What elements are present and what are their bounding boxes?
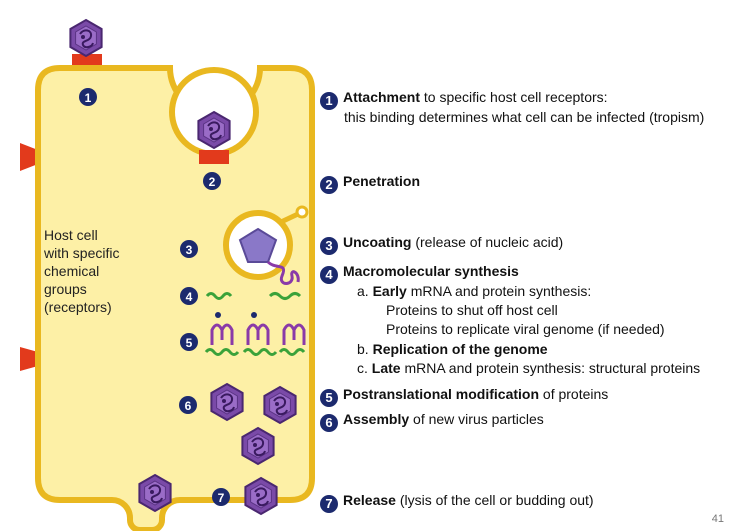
step-badge: 4 <box>180 287 198 305</box>
step-number: 3 <box>320 237 338 255</box>
step-number: 1 <box>320 92 338 110</box>
step-modification: 5 Postranslational modification of protei… <box>320 386 608 407</box>
step-attachment-detail: this binding determines what cell can be… <box>344 109 705 125</box>
host-cell-label-line: chemical <box>44 263 100 279</box>
step-badge: 7 <box>212 488 230 506</box>
step-number: 7 <box>320 495 338 513</box>
step-title: Penetration <box>343 173 421 189</box>
item-prefix: a. <box>357 283 373 299</box>
step-badge: 5 <box>180 333 198 351</box>
mrna-strand <box>278 348 306 356</box>
step-attachment: 1 Attachment to specific host cell recept… <box>320 89 608 110</box>
item-text: mRNA and protein synthesis: <box>406 283 592 299</box>
item-title: Late <box>371 360 401 376</box>
step-synthesis-c: c. Late mRNA and protein synthesis: stru… <box>357 360 700 376</box>
virus-icon <box>244 477 278 515</box>
mrna-strand <box>204 348 240 356</box>
ribosome <box>215 312 221 318</box>
step-synthesis-a2: Proteins to replicate viral genome (if n… <box>386 321 665 337</box>
protein-chain <box>210 323 234 345</box>
step-title: Assembly <box>343 411 410 427</box>
step-number: 6 <box>320 414 338 432</box>
receptor-pocket <box>199 150 229 164</box>
virus-icon <box>210 383 244 421</box>
svg-text:3: 3 <box>186 243 193 257</box>
receptor-left-lower <box>20 347 38 371</box>
page-number: 41 <box>711 513 724 525</box>
step-synthesis-b: b. Replication of the genome <box>357 341 548 357</box>
host-cell-label-line: groups <box>44 281 87 297</box>
svg-text:5: 5 <box>186 336 193 350</box>
step-text: (release of nucleic acid) <box>411 234 564 250</box>
step-text: to specific host cell receptors: <box>420 89 608 105</box>
step-list: 1 Attachment to specific host cell recept… <box>320 0 756 531</box>
step-title: Macromolecular synthesis <box>343 263 519 279</box>
step-badge: 2 <box>203 172 221 190</box>
host-cell-label: Host cell with specific chemical groups … <box>44 226 119 316</box>
step-text: of new virus particles <box>409 411 544 427</box>
step-text: (lysis of the cell or budding out) <box>395 492 594 508</box>
item-title: Replication of the genome <box>372 341 548 357</box>
mrna-strand <box>242 348 278 356</box>
step-synthesis: 4 Macromolecular synthesis <box>320 263 519 284</box>
vesicle-tail <box>279 211 300 225</box>
step-number: 2 <box>320 176 338 194</box>
step-uncoating: 3 Uncoating (release of nucleic acid) <box>320 234 563 255</box>
virus-icon <box>263 386 297 424</box>
step-number: 5 <box>320 389 338 407</box>
mrna-strand <box>268 292 302 300</box>
virus-icon <box>138 474 172 512</box>
step-badge: 1 <box>79 88 97 106</box>
step-release: 7 Release (lysis of the cell or budding o… <box>320 492 594 513</box>
protein-chain <box>282 323 306 345</box>
item-prefix: b. <box>357 341 373 357</box>
step-text: of proteins <box>539 386 609 402</box>
svg-text:4: 4 <box>186 290 193 304</box>
step-number: 4 <box>320 266 338 284</box>
step-penetration: 2 Penetration <box>320 173 420 194</box>
step-assembly: 6 Assembly of new virus particles <box>320 411 544 432</box>
item-prefix: c. <box>357 360 372 376</box>
svg-text:7: 7 <box>218 491 225 505</box>
host-cell-label-line: Host cell <box>44 227 98 243</box>
svg-text:6: 6 <box>185 399 192 413</box>
host-cell-label-line: with specific <box>44 245 120 261</box>
ribosome <box>251 312 257 318</box>
item-title: Early <box>372 283 407 299</box>
svg-text:2: 2 <box>209 175 216 189</box>
step-badge: 3 <box>180 240 198 258</box>
item-text: mRNA and protein synthesis: structural p… <box>400 360 701 376</box>
mrna-strand <box>205 292 233 300</box>
step-title: Postranslational modification <box>343 386 540 402</box>
virus-icon <box>69 19 103 57</box>
step-synthesis-a1: Proteins to shut off host cell <box>386 302 558 318</box>
capsid-icon <box>238 227 278 263</box>
host-cell-label-line: (receptors) <box>44 299 112 315</box>
receptor-top <box>72 54 102 68</box>
released-nucleic-acid <box>266 260 300 285</box>
step-badge: 6 <box>179 396 197 414</box>
step-title: Attachment <box>343 89 421 105</box>
virus-icon <box>241 427 275 465</box>
protein-chain <box>246 323 270 345</box>
step-synthesis-a: a. Early mRNA and protein synthesis: <box>357 283 591 299</box>
step-title: Release <box>343 492 396 508</box>
step-title: Uncoating <box>343 234 412 250</box>
svg-text:1: 1 <box>85 91 92 105</box>
receptor-left-upper <box>20 143 38 171</box>
virus-icon <box>197 111 231 149</box>
